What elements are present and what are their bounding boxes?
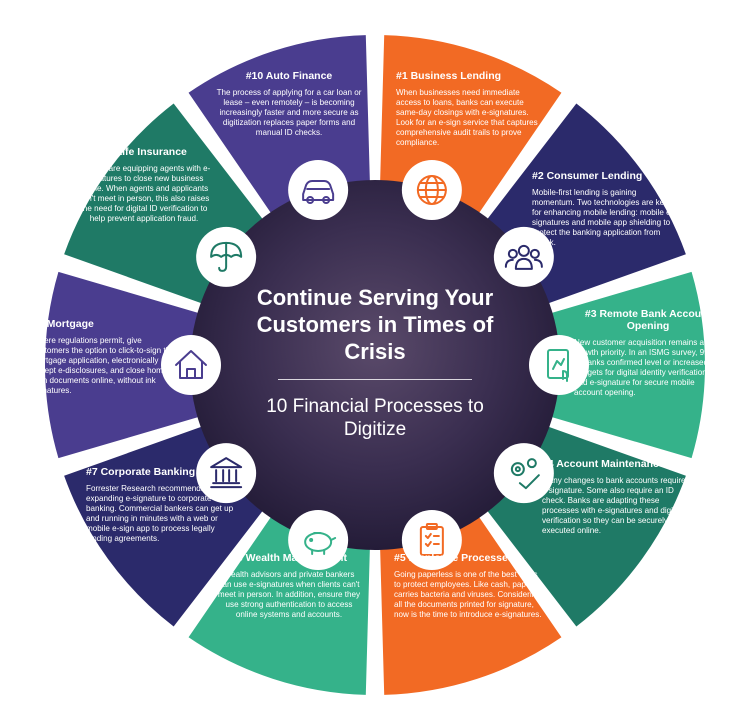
- segment-wealth-management: #6 Wealth Management Wealth advisors and…: [216, 552, 362, 620]
- tablet-touch-icon: [529, 335, 589, 395]
- segment-title: #5 Employee Processes: [394, 552, 514, 564]
- segment-title: #4 Account Maintenance: [542, 458, 665, 470]
- segment-title: #1 Business Lending: [396, 70, 502, 82]
- segment-body: Carriers are equipping agents with e-sig…: [77, 164, 211, 223]
- segment-body: Where regulations permit, give customers…: [32, 336, 175, 395]
- icons-layer: [161, 160, 589, 570]
- segment-mortgage: #8 Mortgage Where regulations permit, gi…: [32, 318, 180, 396]
- segment-corporate-banking: #7 Corporate Banking Forrester Research …: [86, 466, 236, 544]
- globe-icon: [401, 160, 462, 221]
- house-icon: [161, 335, 221, 395]
- center-title: Continue Serving Your Customers in Times…: [256, 285, 494, 364]
- segment-mortgage-wedge: [45, 271, 207, 459]
- segment-body: When businesses need immediate access to…: [396, 88, 538, 147]
- segment-body: The process of applying for a car loan o…: [216, 88, 362, 137]
- car-icon: [288, 160, 349, 221]
- center-subtitle: 10 Financial Processes to Digitize: [266, 396, 484, 440]
- segment-title: #7 Corporate Banking: [86, 466, 196, 478]
- segment-title: #8 Mortgage: [32, 318, 94, 330]
- center-divider: [278, 379, 472, 380]
- center-disc: [190, 180, 560, 550]
- umbrella-icon: [196, 226, 257, 287]
- segment-body: Going paperless is one of the best ways …: [394, 570, 542, 619]
- bank-building-icon: [196, 443, 257, 504]
- segment-remote-bank-account: #3 Remote Bank Account Opening New custo…: [574, 308, 722, 398]
- piggy-bank-icon: [288, 509, 349, 570]
- segment-account-maintenance: #4 Account Maintenance Many changes to b…: [542, 458, 692, 536]
- people-icon: [493, 226, 554, 287]
- gears-check-icon: [493, 443, 554, 504]
- segment-title: #2 Consumer Lending: [532, 170, 643, 182]
- segment-title: #10 Auto Finance: [245, 70, 333, 82]
- segment-title: #3 Remote Bank Account Opening: [584, 308, 712, 332]
- segment-body: Forrester Research recommends expanding …: [86, 484, 234, 543]
- segment-remote-bank-account-wedge: [543, 271, 705, 459]
- segment-auto-finance: #10 Auto Finance The process of applying…: [216, 70, 362, 138]
- clipboard-icon: [401, 509, 462, 570]
- segment-title: #6 Wealth Management: [231, 552, 347, 564]
- segment-body: New customer acquisition remains a growt…: [574, 338, 716, 397]
- segment-body: Many changes to bank accounts require a …: [542, 476, 692, 535]
- segment-consumer-lending: #2 Consumer Lending Mobile-first lending…: [532, 170, 678, 248]
- segment-life-insurance: #9 Life Insurance Carriers are equipping…: [74, 146, 214, 224]
- segment-employee-processes: #5 Employee Processes Going paperless is…: [394, 552, 544, 620]
- segment-business-lending: #1 Business Lending When businesses need…: [396, 70, 546, 148]
- segment-title: #9 Life Insurance: [101, 146, 187, 158]
- segment-body: Mobile-first lending is gaining momentum…: [532, 188, 674, 247]
- segment-body: Wealth advisors and private bankers can …: [217, 570, 361, 619]
